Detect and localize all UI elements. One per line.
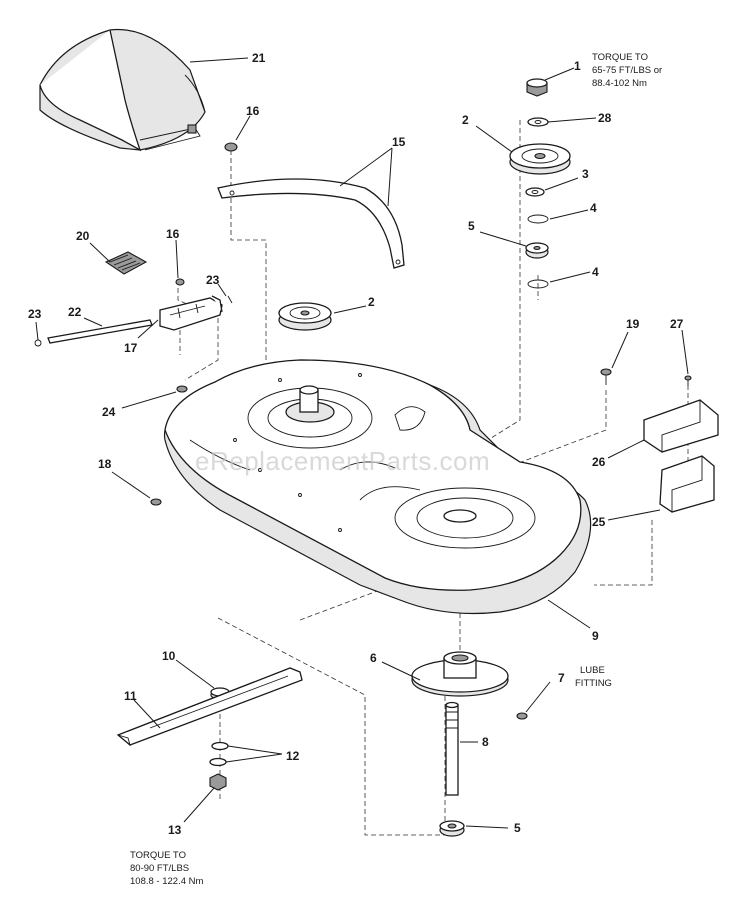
callout-17: 17 [124, 341, 138, 355]
leader-lines [35, 57, 689, 829]
lube-note-line-1: LUBE [580, 665, 605, 676]
lube-fitting-7 [516, 712, 528, 720]
torque-note-bottom: TORQUE TO 80-90 FT/LBS 108.8 - 122.4 Nm [130, 850, 203, 887]
callout-4-bottom: 4 [592, 265, 599, 279]
callout-20: 20 [76, 229, 90, 243]
spindle-shaft-8 [445, 701, 459, 796]
callout-27: 27 [670, 317, 684, 331]
callout-4-top: 4 [590, 201, 597, 215]
belt-guard-15 [217, 178, 405, 269]
callout-5-top: 5 [468, 219, 475, 233]
callout-numbers: 21 16 15 1 2 28 3 4 5 4 20 16 23 23 22 1… [28, 51, 684, 837]
callout-7: 7 [558, 671, 565, 685]
bearing-5-bottom [439, 820, 465, 837]
callout-15: 15 [392, 135, 406, 149]
callout-3: 3 [582, 167, 589, 181]
callout-16-mid: 16 [166, 227, 180, 241]
callout-9: 9 [592, 629, 599, 643]
deflector-bracket-assembly [34, 251, 233, 347]
torque-note-top-line-1: TORQUE TO [592, 52, 648, 63]
callout-6: 6 [370, 651, 377, 665]
callout-21: 21 [252, 51, 266, 65]
watermark-text: eReplacementParts.com [195, 446, 490, 476]
torque-note-top: TORQUE TO 65-75 FT/LBS or 88.4-102 Nm [592, 52, 662, 89]
callout-2-top: 2 [462, 113, 469, 127]
callout-16-top: 16 [246, 104, 260, 118]
callout-13: 13 [168, 823, 182, 837]
callout-10: 10 [162, 649, 176, 663]
screws-19-27 [600, 368, 692, 386]
callout-26: 26 [592, 455, 606, 469]
callout-22: 22 [68, 305, 82, 319]
torque-note-top-line-2: 65-75 FT/LBS or [592, 65, 662, 76]
callout-8: 8 [482, 735, 489, 749]
callout-2-mid: 2 [368, 295, 375, 309]
callout-23-right: 23 [206, 273, 220, 287]
lube-note-line-2: FITTING [575, 678, 612, 689]
mower-deck-9 [163, 359, 592, 615]
shields-26-25 [643, 399, 719, 513]
callout-24: 24 [102, 405, 116, 419]
lube-note: LUBE FITTING [575, 665, 612, 689]
callout-23-left: 23 [28, 307, 42, 321]
callout-1: 1 [574, 59, 581, 73]
spindle-housing-6 [411, 651, 509, 697]
torque-note-top-line-3: 88.4-102 Nm [592, 78, 647, 89]
callout-28: 28 [598, 111, 612, 125]
pulley-2-mid [278, 302, 332, 331]
torque-note-bottom-line-3: 108.8 - 122.4 Nm [130, 876, 203, 887]
torque-note-bottom-line-2: 80-90 FT/LBS [130, 863, 189, 874]
callout-19: 19 [626, 317, 640, 331]
callout-12: 12 [286, 749, 300, 763]
torque-note-bottom-line-1: TORQUE TO [130, 850, 186, 861]
callout-5-bottom: 5 [514, 821, 521, 835]
screws-24-18 [150, 385, 188, 506]
top-spindle-stack [509, 78, 571, 289]
callout-18: 18 [98, 457, 112, 471]
callout-11: 11 [124, 689, 137, 703]
callout-25: 25 [592, 515, 606, 529]
grass-deflector-21 [39, 28, 206, 152]
blade-assembly [116, 667, 303, 791]
screw-16-top [224, 142, 238, 152]
